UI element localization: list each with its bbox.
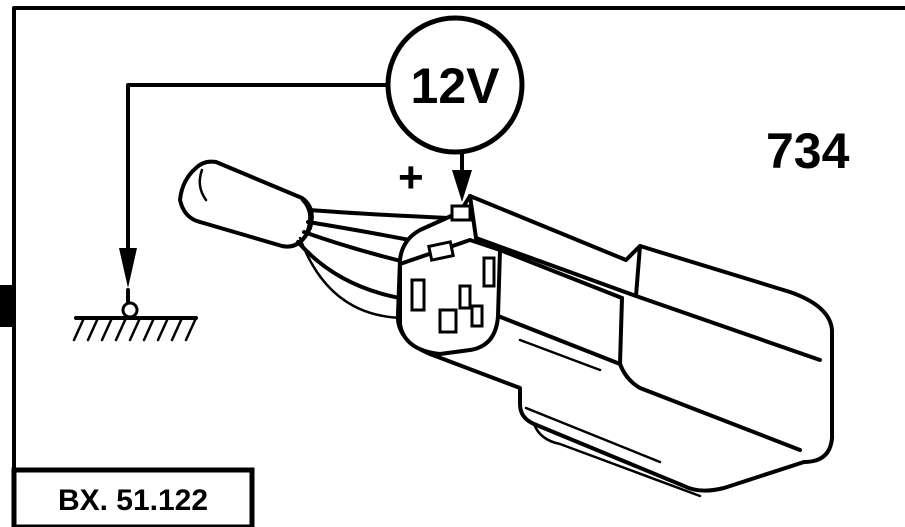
reference-box: BX. 51.122: [11, 467, 255, 527]
connector-plug-icon: [178, 159, 314, 249]
reference-code: BX. 51.122: [58, 484, 208, 517]
figure-frame: [0, 6, 905, 527]
relay-module-icon: [395, 194, 834, 498]
voltage-label: 12V: [411, 58, 501, 114]
relay-terminals: [410, 204, 496, 334]
ground-symbol-icon: [72, 301, 198, 342]
voltage-source-icon: 12V: [385, 15, 525, 155]
polarity-label: +: [398, 153, 424, 202]
figure-number: 734: [766, 123, 850, 179]
ground-lead: [119, 83, 390, 306]
positive-lead: +: [398, 150, 472, 202]
